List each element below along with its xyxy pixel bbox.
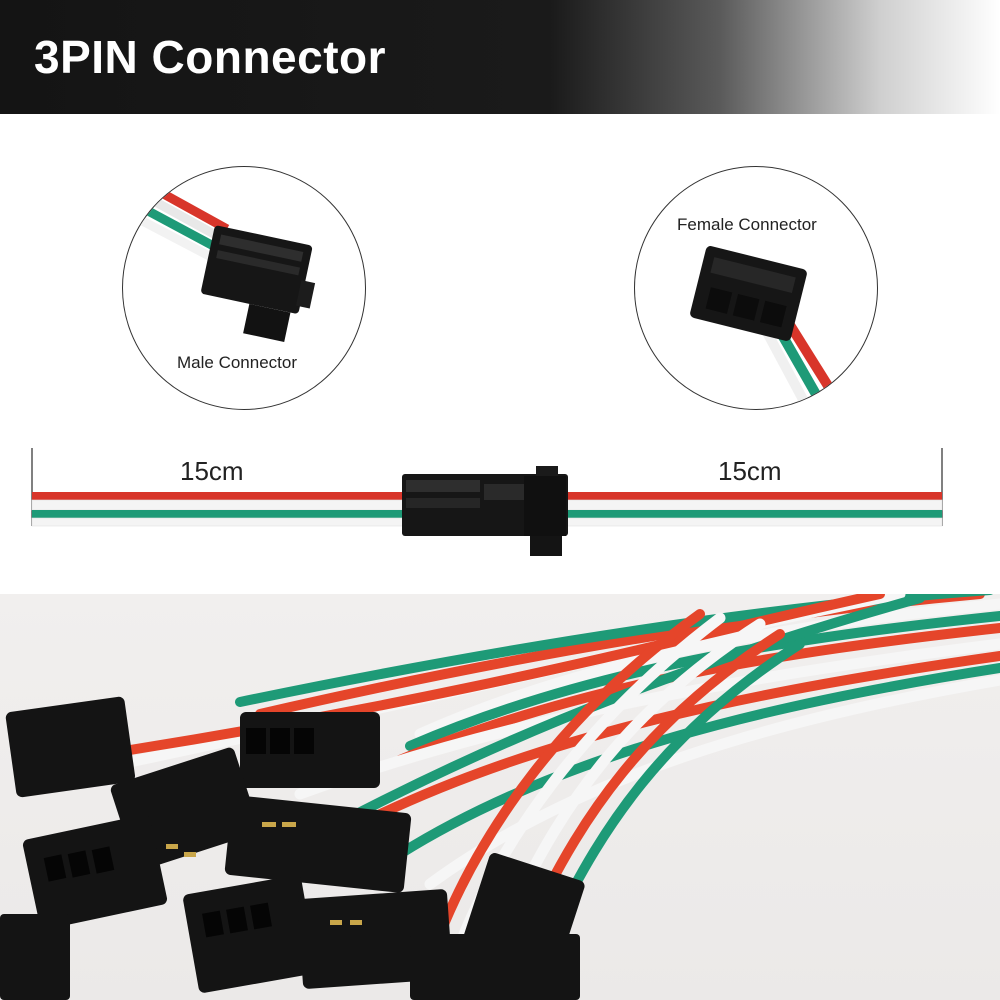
female-connector-detail: Female Connector — [634, 166, 878, 410]
connector-diagram: Male Connector Female Connector — [0, 114, 1000, 594]
male-connector-image — [128, 183, 316, 342]
red-wire-right — [566, 492, 942, 500]
white-wire-left — [31, 499, 405, 511]
white-wire-right — [565, 499, 943, 511]
green-wire-left — [32, 510, 404, 518]
female-connector-image — [690, 246, 840, 409]
title-banner: 3PIN Connector — [0, 0, 1000, 114]
left-length-label: 15cm — [180, 456, 244, 486]
product-photo — [0, 594, 1000, 1000]
green-wire-right — [566, 510, 942, 518]
red-wire-left — [32, 492, 404, 500]
male-connector-label: Male Connector — [177, 353, 298, 372]
female-connector-label: Female Connector — [677, 215, 817, 234]
mated-connector-pair — [402, 466, 568, 556]
connector-bundle-image — [0, 594, 1000, 1000]
male-connector-detail: Male Connector — [122, 166, 366, 410]
banner-title: 3PIN Connector — [34, 31, 387, 83]
cable-illustration — [31, 448, 943, 556]
white-wire-right-2 — [565, 517, 943, 527]
right-length-label: 15cm — [718, 456, 782, 486]
white-wire-left-2 — [31, 517, 405, 527]
